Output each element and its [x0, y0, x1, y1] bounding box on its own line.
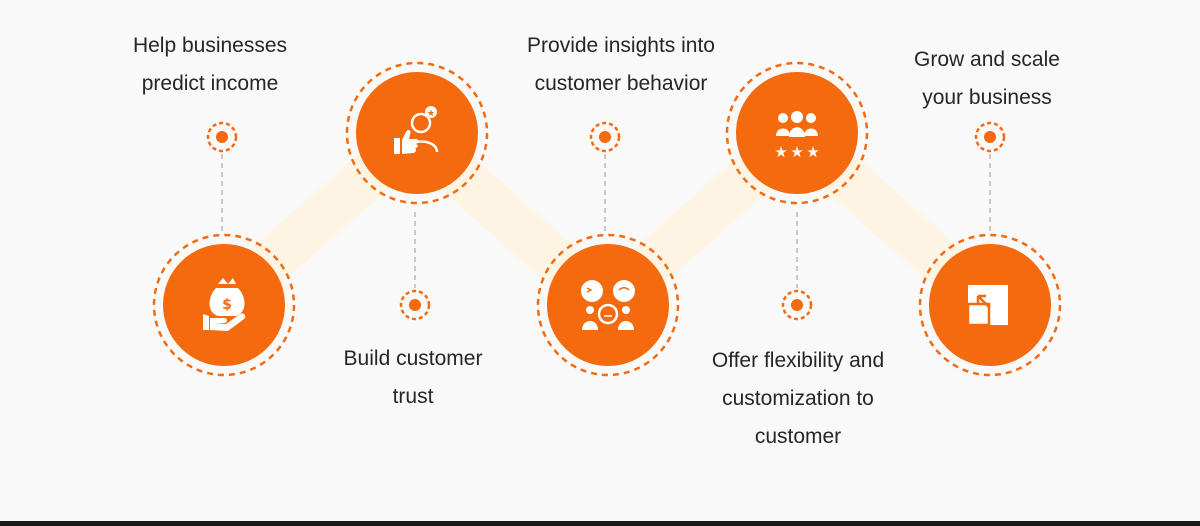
step-label-5: Grow and scale your business — [914, 48, 1060, 109]
step-circle-5 — [918, 233, 1062, 377]
dot-1 — [206, 121, 238, 153]
customer-rating-stars-icon: ★ ★ ★ — [774, 111, 820, 161]
dot-4 — [781, 289, 813, 321]
dot-2 — [399, 289, 431, 321]
scale-expand-icon — [966, 285, 1008, 327]
svg-text:★: ★ — [427, 109, 435, 119]
step-label-1: Help businesses predict income — [132, 34, 288, 95]
svg-text:★: ★ — [806, 143, 819, 161]
money-bag-hand-icon: $ — [203, 278, 246, 331]
step-label-4: Offer flexibility and customization to c… — [711, 349, 885, 448]
step-circle-4: ★ ★ ★ — [725, 61, 869, 205]
svg-text:★: ★ — [790, 143, 803, 161]
bottom-rule — [0, 521, 1200, 526]
customer-faces-icon — [581, 280, 635, 330]
svg-text:$: $ — [222, 297, 232, 313]
thumbs-up-customer-icon: ★ — [394, 106, 439, 154]
step-label-2: Build customer trust — [343, 347, 483, 408]
dot-5 — [974, 121, 1006, 153]
step-circle-2: ★ — [345, 61, 489, 205]
step-circle-3 — [536, 233, 680, 377]
step-circle-1: $ — [152, 233, 296, 377]
svg-text:★: ★ — [774, 143, 787, 161]
step-label-3: Provide insights into customer behavior — [527, 34, 715, 95]
dot-3 — [589, 121, 621, 153]
